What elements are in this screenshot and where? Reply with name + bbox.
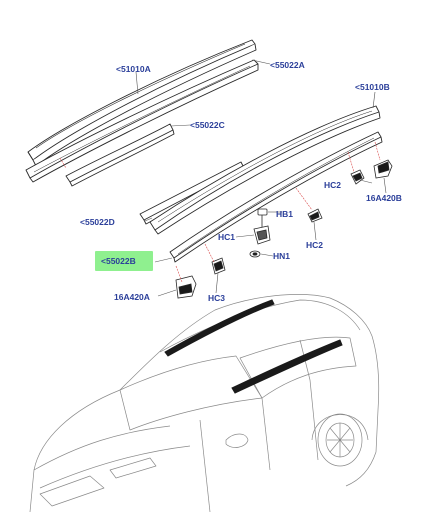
callout-16a420b[interactable]: 16A420B [366, 193, 402, 203]
callout-55022d[interactable]: <55022D [80, 217, 115, 227]
clip-hc2-mid [307, 208, 323, 223]
callout-hc1[interactable]: HC1 [218, 232, 236, 242]
finisher-strip-left [25, 59, 259, 183]
vehicle-roof-rails [164, 299, 343, 394]
leader-lines [59, 59, 387, 297]
callout-hb1[interactable]: HB1 [276, 209, 294, 219]
clip-hc1 [253, 225, 271, 245]
roof-rail-right [149, 105, 381, 235]
callout-51010a[interactable]: <51010A [116, 64, 151, 74]
nut-hn1 [249, 250, 261, 258]
bracket-16a420b [373, 159, 393, 179]
screw-hb1 [257, 208, 268, 228]
callout-highlight [95, 251, 153, 271]
callout-hc3[interactable]: HC3 [208, 293, 226, 303]
clip-hc3 [211, 257, 226, 275]
callout-55022c[interactable]: <55022C [190, 120, 225, 130]
trim-strip-c [65, 123, 175, 187]
vehicle-outline [29, 294, 380, 512]
callout-hc2-top[interactable]: HC2 [324, 180, 342, 190]
finisher-strip-right [169, 131, 383, 263]
clip-hc2-top [350, 169, 365, 185]
callout-hc2-mid[interactable]: HC2 [306, 240, 324, 250]
roof-rail-left [27, 39, 257, 167]
callout-16a420a[interactable]: 16A420A [114, 292, 150, 302]
callout-55022b[interactable]: <55022B [101, 256, 136, 266]
callout-hn1[interactable]: HN1 [273, 251, 291, 261]
callout-51010b[interactable]: <51010B [355, 82, 390, 92]
bracket-16a420a [175, 275, 197, 299]
callout-55022a[interactable]: <55022A [270, 60, 305, 70]
